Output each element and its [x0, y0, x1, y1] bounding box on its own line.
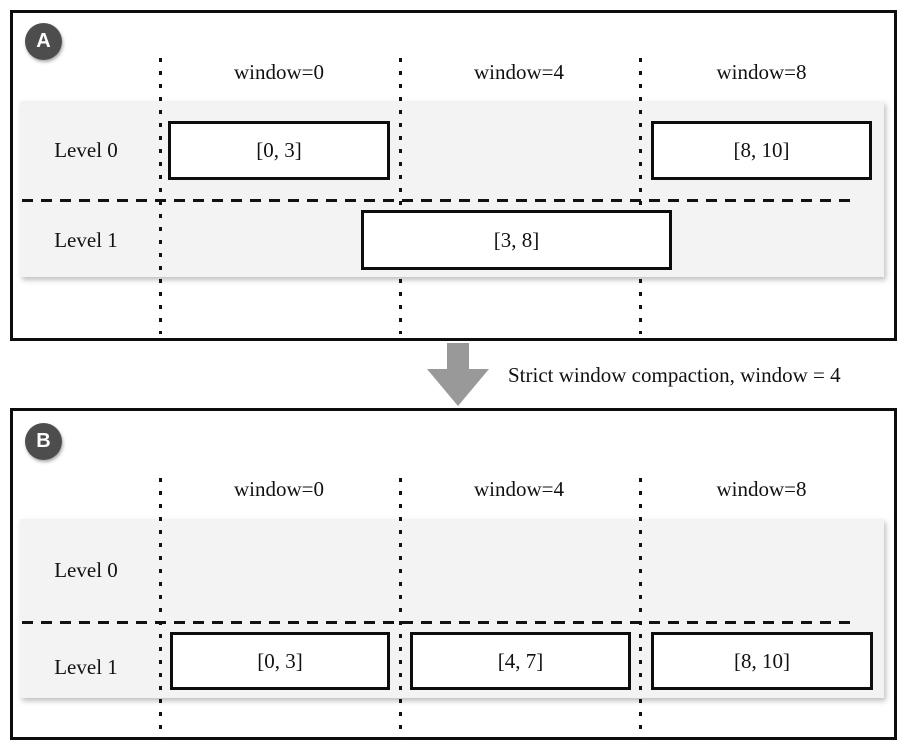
panel-b-gridline-window0 [159, 478, 162, 740]
panel-a-interval-box-level0-window8: [8, 10] [651, 121, 872, 180]
panel-b-gridline-window4 [399, 478, 402, 740]
down-arrow-head-icon [427, 369, 489, 406]
panel-a-interval-box-level1: [3, 8] [361, 210, 672, 270]
panel-b-gridline-window8 [639, 478, 642, 740]
panel-a-gridline-window4 [399, 58, 402, 334]
panel-a-gridline-window0 [159, 58, 162, 334]
panel-b-interval-box-level1-window0: [0, 3] [170, 632, 390, 690]
panel-b-column-header-window0: window=0 [233, 477, 324, 501]
panel-a-column-header-window8: window=8 [716, 60, 807, 84]
down-arrow-icon [447, 343, 469, 370]
panel-b-interval-box-level1-window4: [4, 7] [410, 632, 631, 690]
panel-b-level0-label: Level 0 [54, 558, 118, 582]
panel-b-interval-box-level1-window8: [8, 10] [651, 632, 873, 690]
panel-a-level-divider [22, 199, 856, 202]
panel-a-interval-box-level0-window0: [0, 3] [168, 121, 390, 180]
panel-a-gridline-window8 [639, 58, 642, 334]
panel-a-level1-label: Level 1 [54, 228, 118, 252]
panel-b: B window=0 window=4 window=8 Level 0 Lev… [10, 408, 897, 740]
transition-label: Strict window compaction, window = 4 [508, 363, 841, 387]
panel-b-badge: B [25, 423, 62, 460]
panel-b-column-header-window8: window=8 [716, 477, 807, 501]
panel-b-column-header-window4: window=4 [473, 477, 564, 501]
panel-b-level-divider [22, 621, 856, 624]
panel-a-badge: A [25, 23, 62, 60]
panel-a: A window=0 window=4 window=8 Level 0 Lev… [10, 10, 897, 341]
panel-a-level0-label: Level 0 [54, 138, 118, 162]
panel-a-column-header-window0: window=0 [233, 60, 324, 84]
panel-a-column-header-window4: window=4 [473, 60, 564, 84]
panel-b-level1-label: Level 1 [54, 655, 118, 679]
